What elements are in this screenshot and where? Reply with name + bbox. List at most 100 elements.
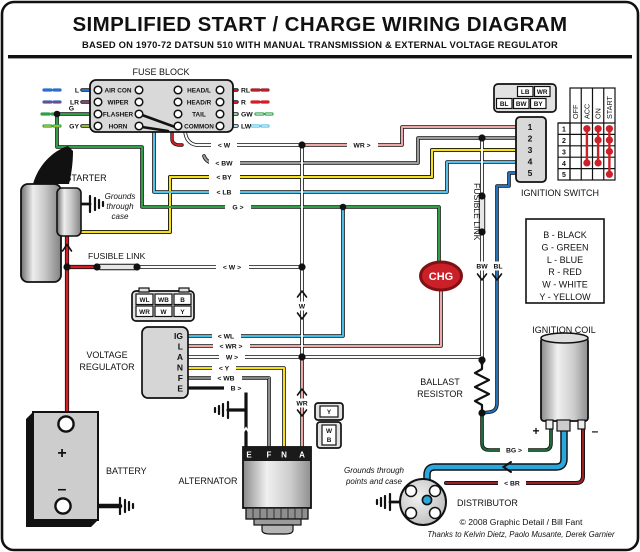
pin-number: 3 <box>528 145 533 155</box>
svg-text:BG >: BG > <box>506 448 522 455</box>
svg-text:< WL: < WL <box>218 334 234 341</box>
wire-labels: < W < BW < BY < LB G > WR > < W > < WL <… <box>209 140 528 488</box>
wire-thickblue-group <box>424 427 567 500</box>
svg-text:W >: W > <box>226 355 238 362</box>
fuse-block-label: FUSE BLOCK <box>132 67 189 77</box>
wire-code: RL <box>241 87 250 94</box>
connector-pin-label: BY <box>534 101 544 108</box>
svg-text:< Y: < Y <box>219 366 230 373</box>
starter-note-2: through <box>106 202 134 211</box>
charge-lamp-oval <box>419 260 463 292</box>
svg-text:< WB: < WB <box>217 376 234 383</box>
connector-pin-label: WL <box>140 297 150 304</box>
svg-text:1: 1 <box>562 127 566 134</box>
svg-text:5: 5 <box>562 172 566 179</box>
wire-linkgray-group <box>97 194 485 270</box>
connector-pin-label: WR <box>139 309 150 316</box>
pin-number: 2 <box>528 134 533 144</box>
ignition-switch: LB WR BL BW BY 1 2 3 4 5 OFF ACC ON STAR… <box>493 83 616 198</box>
fuse-name: TAIL <box>192 112 206 119</box>
header-rule <box>8 55 632 59</box>
wire-code: L <box>75 87 79 94</box>
legend-item: G - GREEN <box>541 242 588 252</box>
starter-fin <box>33 146 73 184</box>
svg-text:W: W <box>299 304 306 311</box>
legend-item: B - BLACK <box>543 230 587 240</box>
regulator-ground-icon <box>213 400 230 420</box>
ignition-switch-label: IGNITION SWITCH <box>521 188 599 198</box>
connector-pin-label: WB <box>158 297 169 304</box>
legend-box <box>525 218 605 304</box>
wire-code: LW <box>241 123 252 130</box>
wire-code: GW <box>241 111 253 118</box>
regulator-terminal: IG <box>174 331 183 341</box>
regulator-terminal: L <box>178 342 183 352</box>
svg-text:WR >: WR > <box>353 143 370 150</box>
connector-pin-label: B <box>180 297 185 304</box>
starter-solenoid <box>56 187 82 237</box>
pin-number: 1 <box>528 122 533 132</box>
fuse-block-body <box>89 79 234 133</box>
svg-text:G >: G > <box>232 205 243 212</box>
svg-text:BW: BW <box>476 264 488 271</box>
fuse-name: WIPER <box>108 100 129 107</box>
coil-label: IGNITION COIL <box>532 325 596 335</box>
ballast-label-2: RESISTOR <box>417 389 463 399</box>
regulator-terminal: N <box>177 363 183 373</box>
page-title: SIMPLIFIED START / CHARGE WIRING DIAGRAM <box>72 13 567 36</box>
pin-number: 5 <box>528 168 533 178</box>
starter-note-3: case <box>112 212 129 221</box>
header: SIMPLIFIED START / CHARGE WIRING DIAGRAM… <box>8 13 632 59</box>
regulator-label-2: REGULATOR <box>79 362 135 372</box>
fuse-wire-codes: L LR G GY RL R GW LW <box>69 87 254 130</box>
distributor-note-1: Grounds through <box>344 466 405 475</box>
legend-item: L - BLUE <box>547 255 583 265</box>
coil-positive-terminal <box>545 419 554 430</box>
distributor-label: DISTRIBUTOR <box>457 498 518 508</box>
distributor-note-2: points and case <box>345 477 403 486</box>
charge-lamp: CHG <box>419 260 463 292</box>
bw-down-arrow <box>476 273 488 281</box>
svg-text:< W >: < W > <box>223 265 241 272</box>
fuse-name: AIR CON <box>105 88 132 95</box>
svg-text:< BR: < BR <box>504 481 520 488</box>
alternator-terminal: E <box>246 451 252 460</box>
regulator-body <box>141 326 189 399</box>
connector-pin-label: W <box>160 309 167 316</box>
wire-code: GY <box>69 123 79 130</box>
wire-arrows <box>61 243 512 473</box>
legend-item: R - RED <box>548 267 582 277</box>
coil-wire-arrow <box>501 461 512 473</box>
column-header: OFF <box>571 104 580 119</box>
battery: + – BATTERY <box>26 411 147 527</box>
battery-negative-terminal <box>54 497 72 515</box>
regulator-terminal: F <box>178 373 183 383</box>
svg-text:BL: BL <box>493 264 502 271</box>
fusible-link-label-v: FUSIBLE LINK <box>472 183 482 241</box>
battery-minus: – <box>58 481 67 498</box>
wire-midblue-group <box>481 172 517 414</box>
svg-text:< BW: < BW <box>215 161 233 168</box>
junction-dots <box>53 110 486 417</box>
alternator-terminal: F <box>267 451 272 460</box>
svg-text:B >: B > <box>231 386 242 393</box>
ballast-label-1: BALLAST <box>420 377 460 387</box>
alternator-terminal-band <box>243 447 311 461</box>
switch-table-rows: 1 2 3 4 5 <box>562 127 566 180</box>
starter: STARTER Grounds through case <box>20 146 135 283</box>
battery-positive-terminal <box>57 415 75 433</box>
starter-ground-icon <box>88 194 105 214</box>
color-legend: B - BLACK G - GREEN L - BLUE R - RED W -… <box>525 218 605 304</box>
connector-pin-label: W <box>326 428 333 435</box>
connector-pin-label: B <box>327 437 332 444</box>
alternator-terminal: N <box>281 451 287 460</box>
alternator-label: ALTERNATOR <box>178 476 238 486</box>
coil-minus: – <box>592 424 599 438</box>
connector-pin-label: Y <box>180 309 185 316</box>
alternator-fan <box>245 507 309 520</box>
wire-code: G <box>69 106 74 113</box>
fuse-block: FUSE BLOCK AIR CON WIPER FLASHER HORN HE… <box>69 67 254 133</box>
ground-symbols <box>88 194 392 516</box>
switch-table-headers: OFF ACC ON START <box>571 95 614 119</box>
